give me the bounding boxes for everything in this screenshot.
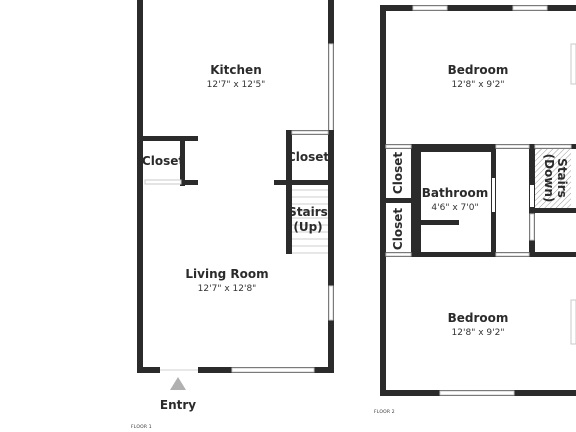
kitchen-dims: 12'7" x 12'5" (207, 80, 266, 90)
stairs-down-line1: Stairs (555, 158, 569, 198)
stairs-up-line1: Stairs (288, 205, 328, 219)
bedroom-top-dims: 12'8" x 9'2" (452, 80, 505, 90)
floor2-windows (412, 5, 576, 396)
entry-marker (170, 377, 186, 390)
living-room-name: Living Room (185, 267, 268, 281)
floor2-openings (385, 144, 572, 257)
closet-left-label: Closet (142, 154, 184, 168)
floor1-plan: Kitchen 12'7" x 12'5" Closet Closet Stai… (131, 0, 334, 430)
floor1-closet-left-walls (137, 136, 198, 186)
bedroom-top-name: Bedroom (448, 63, 509, 77)
stairs-down-hatch (535, 149, 571, 208)
living-room-dims: 12'7" x 12'8" (198, 284, 257, 294)
closet-upper-label: Closet (391, 152, 405, 194)
bathroom-dims: 4'6" x 7'0" (431, 203, 478, 213)
floor1-stair-treads (292, 189, 328, 254)
stairs-up-line2: (Up) (293, 220, 322, 234)
floor2-plan: Bedroom 12'8" x 9'2" Closet Closet Bathr… (374, 5, 576, 415)
closet-right-label: Closet (287, 150, 329, 164)
bathroom-name: Bathroom (422, 186, 488, 200)
floor1-outer-walls (137, 0, 334, 373)
bedroom-bottom-name: Bedroom (448, 311, 509, 325)
bedroom-bottom-dims: 12'8" x 9'2" (452, 328, 505, 338)
floor1-label: FLOOR 1 (131, 424, 152, 430)
floor1-closet-right-walls (274, 130, 334, 254)
stairs-down-line2: (Down) (542, 154, 556, 203)
entry-label: Entry (160, 398, 196, 412)
closet-lower-label: Closet (391, 208, 405, 250)
kitchen-name: Kitchen (210, 63, 262, 77)
floor2-label: FLOOR 2 (374, 409, 395, 415)
